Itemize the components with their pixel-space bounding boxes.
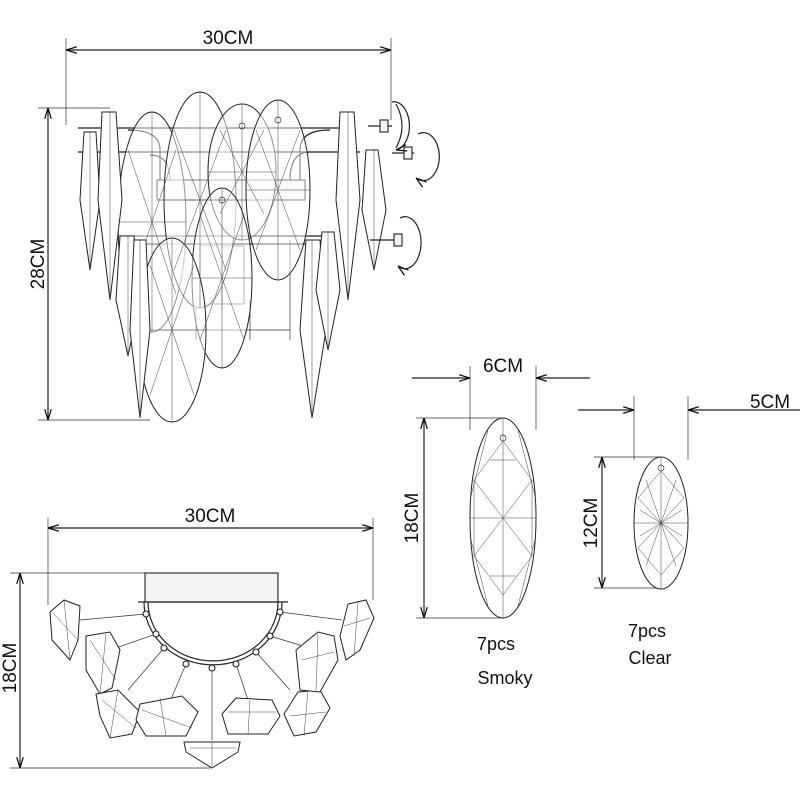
clear-type: Clear bbox=[628, 648, 671, 668]
smoky-type: Smoky bbox=[477, 668, 532, 688]
top-view-crystals bbox=[49, 599, 375, 769]
clear-count: 7pcs bbox=[628, 621, 666, 641]
smoky-crystal-detail: 6CM 18CM 7pcs Smoky bbox=[402, 356, 590, 688]
smoky-height-label: 18CM bbox=[402, 493, 423, 544]
smoky-width-label: 6CM bbox=[483, 356, 523, 377]
smoky-count: 7pcs bbox=[477, 634, 515, 654]
top-depth-dimension: 18CM bbox=[0, 572, 210, 769]
clear-crystal-detail: 5CM 12CM 7pcs Clear bbox=[578, 392, 800, 668]
top-depth-label: 18CM bbox=[0, 643, 21, 694]
front-width-dimension: 30CM bbox=[65, 28, 392, 125]
front-clear-crystals bbox=[79, 111, 387, 419]
clear-width-label: 5CM bbox=[750, 392, 790, 413]
mounting-hardware bbox=[368, 101, 440, 269]
front-view: 30CM 28CM bbox=[28, 28, 440, 423]
smoky-crystal-drawing bbox=[469, 417, 537, 619]
top-width-label: 30CM bbox=[185, 506, 236, 527]
smoky-width-dimension: 6CM bbox=[412, 356, 590, 430]
clear-crystal-drawing bbox=[633, 456, 689, 590]
smoky-height-dimension: 18CM bbox=[402, 417, 502, 619]
front-smoky-crystals bbox=[117, 91, 311, 423]
front-width-label: 30CM bbox=[203, 28, 254, 49]
front-height-label: 28CM bbox=[28, 239, 49, 290]
front-height-dimension: 28CM bbox=[28, 107, 150, 421]
top-view: 30CM 18CM bbox=[0, 506, 375, 769]
clear-height-dimension: 12CM bbox=[581, 456, 662, 589]
clear-height-label: 12CM bbox=[581, 498, 602, 549]
top-width-dimension: 30CM bbox=[47, 506, 374, 605]
rotation-arrow-icon bbox=[391, 101, 440, 269]
clear-width-dimension: 5CM bbox=[578, 392, 800, 460]
top-view-mount bbox=[138, 572, 288, 666]
